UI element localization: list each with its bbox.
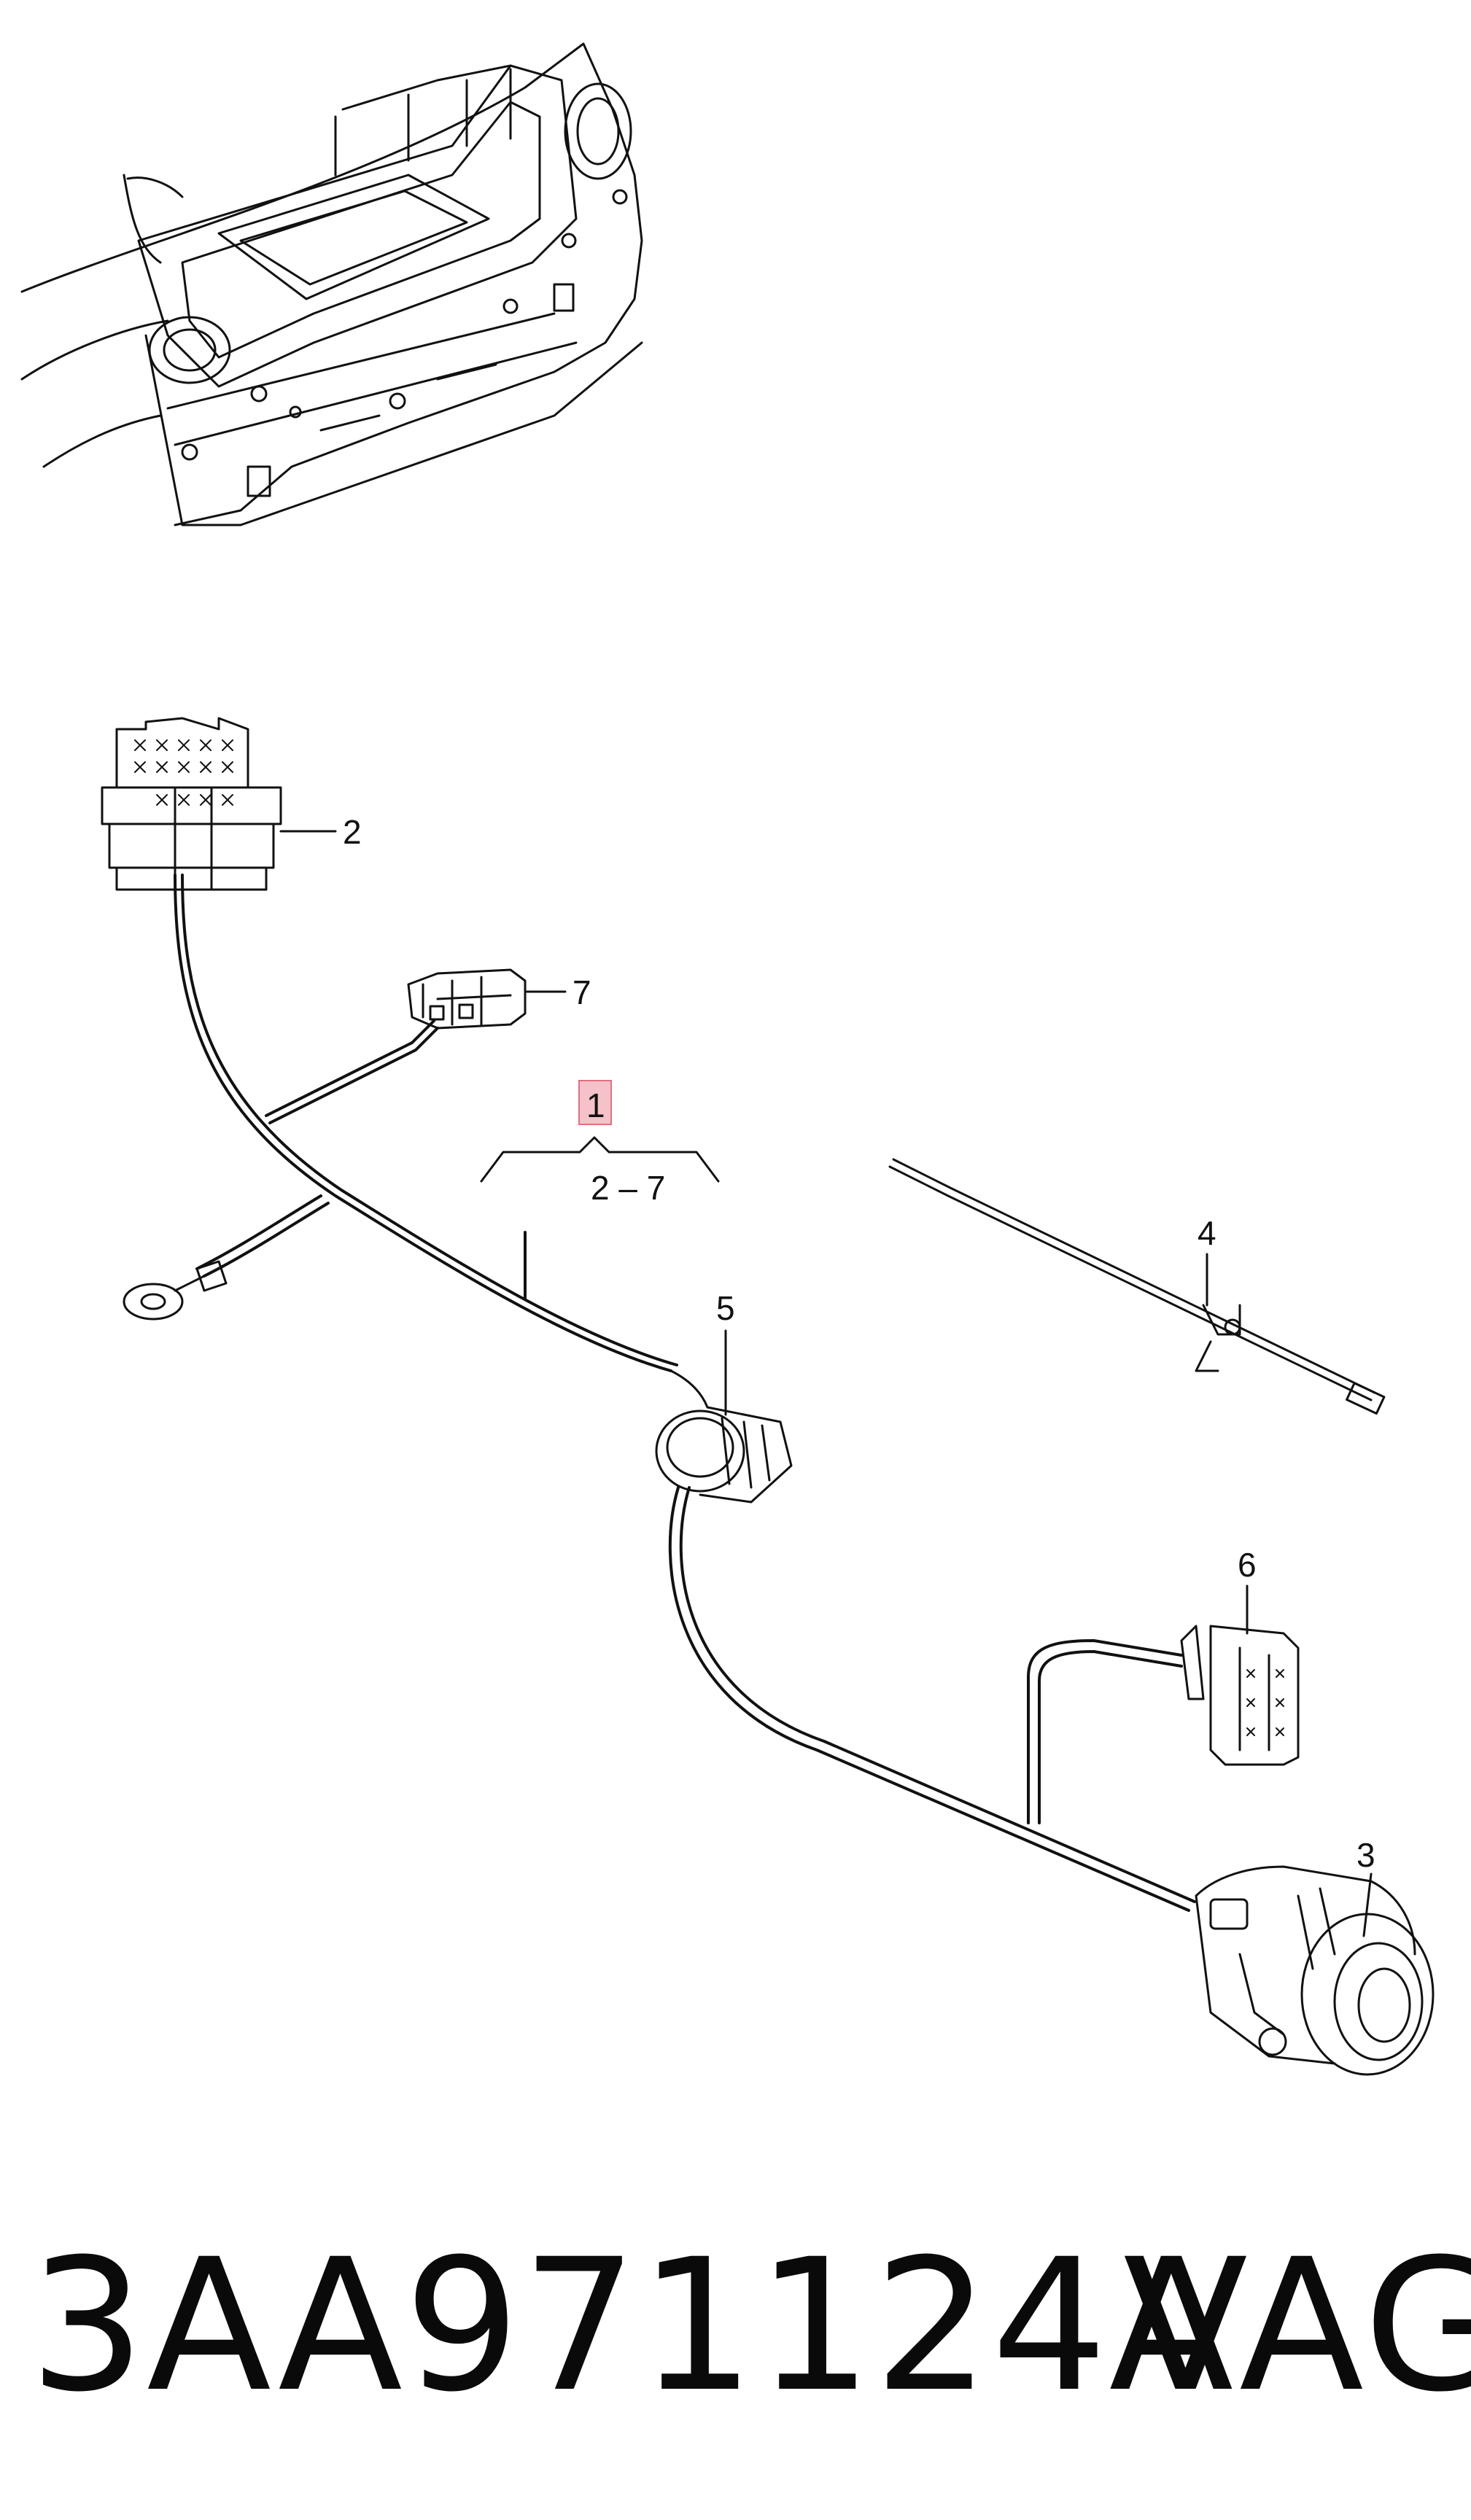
cable-tie-4 bbox=[888, 1158, 1386, 1415]
wiring-harness bbox=[174, 874, 1196, 1912]
callout-1: 1 bbox=[586, 1086, 605, 1124]
ring-terminal bbox=[123, 1260, 228, 1321]
callout-4: 4 bbox=[1198, 1214, 1216, 1252]
brand-label: VAG bbox=[1123, 2220, 1471, 2432]
footer-caption: 3AA971124A VAG bbox=[0, 2217, 1471, 2435]
callout-3: 3 bbox=[1356, 1836, 1375, 1874]
leader-lines bbox=[279, 830, 1373, 1937]
callout-1-highlight bbox=[578, 1080, 612, 1125]
socket-3 bbox=[1195, 1865, 1435, 2076]
callout-6: 6 bbox=[1238, 1546, 1257, 1584]
connector-7 bbox=[407, 968, 527, 1030]
callout-1-range: 2 – 7 bbox=[591, 1169, 665, 1207]
car-rear-illustration bbox=[20, 42, 643, 526]
callout-5: 5 bbox=[716, 1289, 735, 1327]
callout-2: 2 bbox=[343, 813, 362, 851]
callout-7: 7 bbox=[573, 973, 591, 1011]
part-number: 3AA971124A bbox=[29, 2220, 1235, 2432]
connector-6 bbox=[1180, 1625, 1300, 1766]
grommet-5 bbox=[655, 1369, 793, 1504]
connector-2 bbox=[101, 717, 282, 891]
